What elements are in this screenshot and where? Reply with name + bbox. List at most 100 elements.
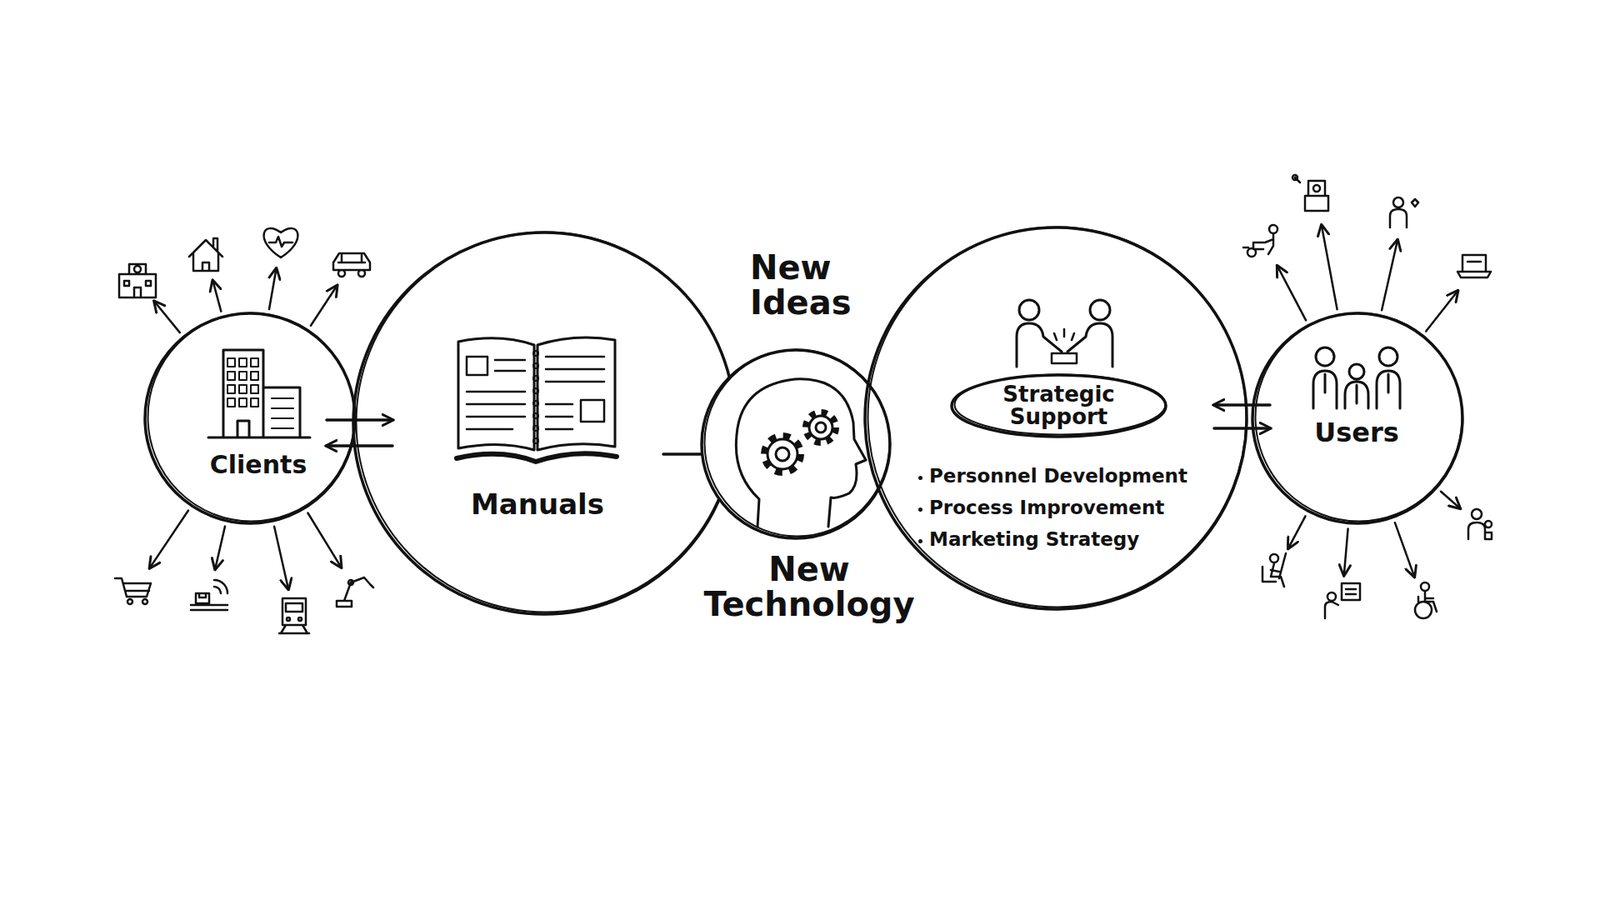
spoke-icon: [336, 577, 374, 607]
spoke-icon: [1457, 255, 1491, 278]
spoke-icon-drawing: [1243, 225, 1278, 257]
building-window: [250, 358, 259, 367]
building-window: [250, 398, 259, 407]
book-spiral: [533, 350, 539, 356]
node-outline: [699, 347, 893, 541]
book-lines: [545, 356, 605, 430]
book-base: [456, 453, 617, 462]
node-label: Marketing Strategy: [929, 528, 1246, 552]
spoke-icon: [189, 238, 223, 271]
spoke-arrow: [1395, 522, 1415, 577]
spoke-icon-drawing: [1292, 175, 1329, 211]
spoke-icon-drawing: [189, 238, 223, 271]
node-outline-sketch: [148, 313, 355, 522]
gear-teeth: [805, 412, 836, 443]
node-label: Strategic Support: [975, 383, 1143, 430]
building-window: [239, 371, 247, 380]
spoke-icon: [115, 578, 151, 605]
head-profile: [735, 379, 866, 527]
building-window: [227, 398, 235, 407]
spoke-arrow: [215, 526, 225, 570]
node-outline-sketch: [705, 350, 890, 537]
building-window: [250, 385, 259, 394]
spoke-arrow: [274, 526, 289, 590]
gear-body: [767, 439, 798, 470]
node-label: Users: [1273, 416, 1440, 449]
building-window: [250, 371, 259, 380]
gear-teeth: [764, 435, 801, 473]
spoke-arrow: [269, 269, 277, 310]
spoke-arrow: [1381, 240, 1398, 310]
building-window: [239, 358, 247, 367]
user-figure: [1313, 347, 1337, 409]
spoke-icon-drawing: [1457, 255, 1491, 278]
diagram-node: Personnel DevelopmentProcess Improvement…: [862, 225, 1250, 612]
spoke-arrow: [150, 510, 189, 569]
node-outline-sketch: [1255, 313, 1463, 522]
connector-arrow: [326, 418, 393, 422]
user-figure: [1345, 364, 1369, 409]
book-spiral: [533, 413, 539, 419]
spoke-arrow: [1277, 265, 1306, 320]
building-window: [239, 385, 247, 394]
spoke-arrow: [1344, 529, 1349, 576]
building-lines: [271, 398, 294, 429]
spoke-icon: [1292, 175, 1329, 211]
gear-hub: [815, 422, 826, 433]
node-outline: [350, 230, 738, 617]
gear-body: [809, 415, 833, 440]
spoke-arrow: [1425, 290, 1458, 331]
book-spiral: [533, 363, 539, 369]
book-spiral: [533, 438, 539, 444]
spoke-arrow: [310, 285, 338, 326]
spoke-arrow: [1321, 225, 1338, 310]
node-label: Clients: [175, 450, 342, 480]
node-outline-stroke: [145, 313, 355, 524]
book-spiral: [533, 425, 539, 431]
node-outline-sketch: [356, 232, 735, 613]
building-icon: [208, 350, 310, 438]
node-outline-stroke: [865, 227, 1247, 610]
book-spiral: [533, 388, 539, 394]
spoke-icon: [1468, 509, 1492, 540]
connector-arrow: [1214, 403, 1270, 407]
spoke-icon-drawing: [264, 228, 299, 258]
bullet-dot: [918, 475, 923, 480]
spoke-icon: [190, 580, 228, 610]
building-window: [227, 385, 235, 394]
bullet-dot: [918, 539, 923, 544]
node-outline-stroke: [1252, 313, 1463, 524]
book-page: [458, 338, 535, 450]
spoke-icon-drawing: [333, 253, 370, 277]
user-figure: [1376, 347, 1400, 409]
spoke-icon-drawing: [115, 578, 151, 605]
handshake-hands: [1051, 329, 1077, 364]
spoke-icon-drawing: [279, 598, 310, 634]
spoke-icon-drawing: [336, 577, 374, 607]
book-page: [537, 337, 615, 450]
spoke-arrow: [1288, 515, 1306, 548]
node-outline-sketch: [868, 227, 1247, 608]
spoke-arrow: [212, 280, 221, 312]
spoke-icon-drawing: [1325, 583, 1360, 619]
bullet-dot: [918, 507, 923, 512]
node-label: Manuals: [454, 487, 621, 522]
spoke-icon-drawing: [119, 264, 156, 298]
node-outline-stroke: [353, 232, 735, 615]
node-label: New Technology: [696, 551, 922, 622]
diagram-node: Manuals: [350, 230, 738, 617]
connector-arrow: [1214, 426, 1270, 430]
node-label: New Ideas: [750, 250, 900, 320]
node-outline-stroke: [701, 350, 890, 539]
spoke-icon: [1325, 583, 1360, 619]
spoke-arrow: [154, 301, 180, 333]
building-window: [227, 358, 235, 367]
spoke-icon: [333, 253, 370, 277]
spoke-icon: [119, 264, 156, 298]
book-spiral: [533, 375, 539, 381]
spoke-icon-drawing: [1390, 197, 1419, 228]
node-label: Personnel Development: [929, 465, 1246, 489]
node-label: Process Improvement: [929, 496, 1246, 520]
spoke-icon-drawing: [1468, 509, 1492, 540]
diagram-node: Users: [1250, 310, 1465, 526]
